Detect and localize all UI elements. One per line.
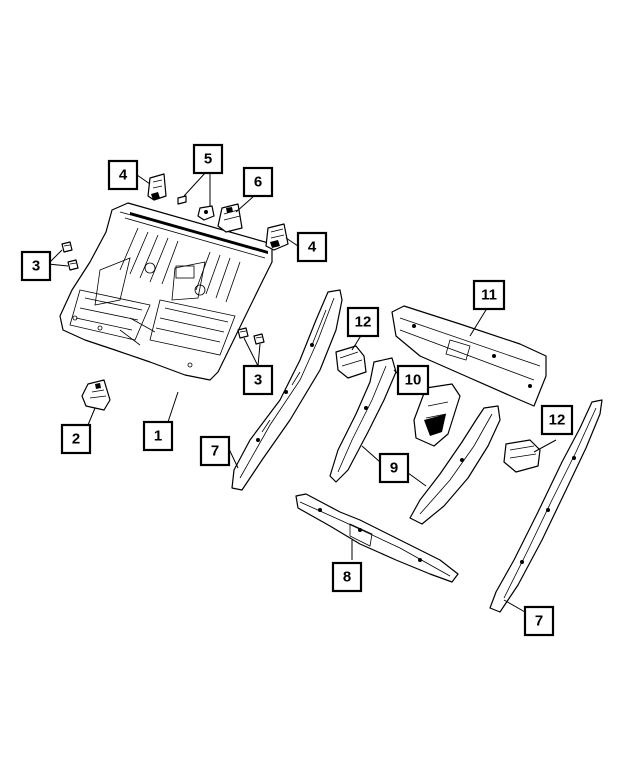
clip-part-3-right: [237, 327, 265, 345]
callout-8-label: 8: [343, 569, 351, 586]
callout-11-label: 11: [481, 287, 497, 304]
rail-part-7-right: [489, 399, 603, 613]
callout-5: 5: [192, 143, 224, 175]
bracket-part-12-left: [335, 345, 367, 379]
callout-3-right-label: 3: [254, 372, 262, 389]
callout-8: 8: [331, 561, 363, 593]
callout-7-left-label: 7: [211, 443, 219, 460]
callout-7-right-label: 7: [535, 613, 543, 630]
callout-9: 9: [378, 452, 410, 484]
callout-4-left: 4: [107, 159, 139, 191]
callout-2: 2: [60, 423, 92, 455]
callout-12-right-label: 12: [549, 412, 566, 429]
bracket-part-6: [217, 203, 243, 233]
crossmember-part-8: [295, 493, 459, 583]
callout-3-left-label: 3: [32, 258, 40, 275]
callout-10-label: 10: [405, 372, 422, 389]
bracket-part-4-right: [265, 223, 289, 251]
callout-12-right: 12: [540, 404, 574, 436]
callout-7-left: 7: [199, 435, 231, 467]
callout-12-left-label: 12: [355, 314, 372, 331]
floor-pan-part: [59, 202, 273, 381]
bracket-part-12-right: [503, 439, 541, 473]
callout-6-label: 6: [254, 174, 262, 191]
callout-9-label: 9: [390, 460, 398, 477]
callout-1-label: 1: [154, 428, 162, 445]
callout-12-left: 12: [346, 306, 380, 338]
callout-7-right: 7: [523, 605, 555, 637]
rail-part-9-left: [329, 357, 397, 483]
callout-4-left-label: 4: [119, 167, 128, 184]
callout-11: 11: [472, 279, 506, 311]
clip-part-3-left: [61, 241, 79, 271]
bracket-part-4-left: [147, 173, 167, 201]
callout-2-label: 2: [72, 431, 80, 448]
crossmember-part-11: [391, 305, 547, 407]
bracket-part-2: [81, 379, 111, 411]
callout-1: 1: [142, 420, 174, 452]
callout-6: 6: [242, 166, 274, 198]
callout-10: 10: [396, 364, 430, 396]
callout-5-label: 5: [204, 151, 212, 168]
fastener-part-5: [177, 195, 215, 221]
rail-part-9-right: [409, 405, 501, 525]
callout-3-right: 3: [242, 364, 274, 396]
rail-part-7-left: [231, 289, 343, 491]
callout-4-right: 4: [296, 231, 328, 263]
callout-4-right-label: 4: [308, 239, 317, 256]
bracket-part-10: [413, 383, 461, 447]
callout-3-left: 3: [20, 250, 52, 282]
